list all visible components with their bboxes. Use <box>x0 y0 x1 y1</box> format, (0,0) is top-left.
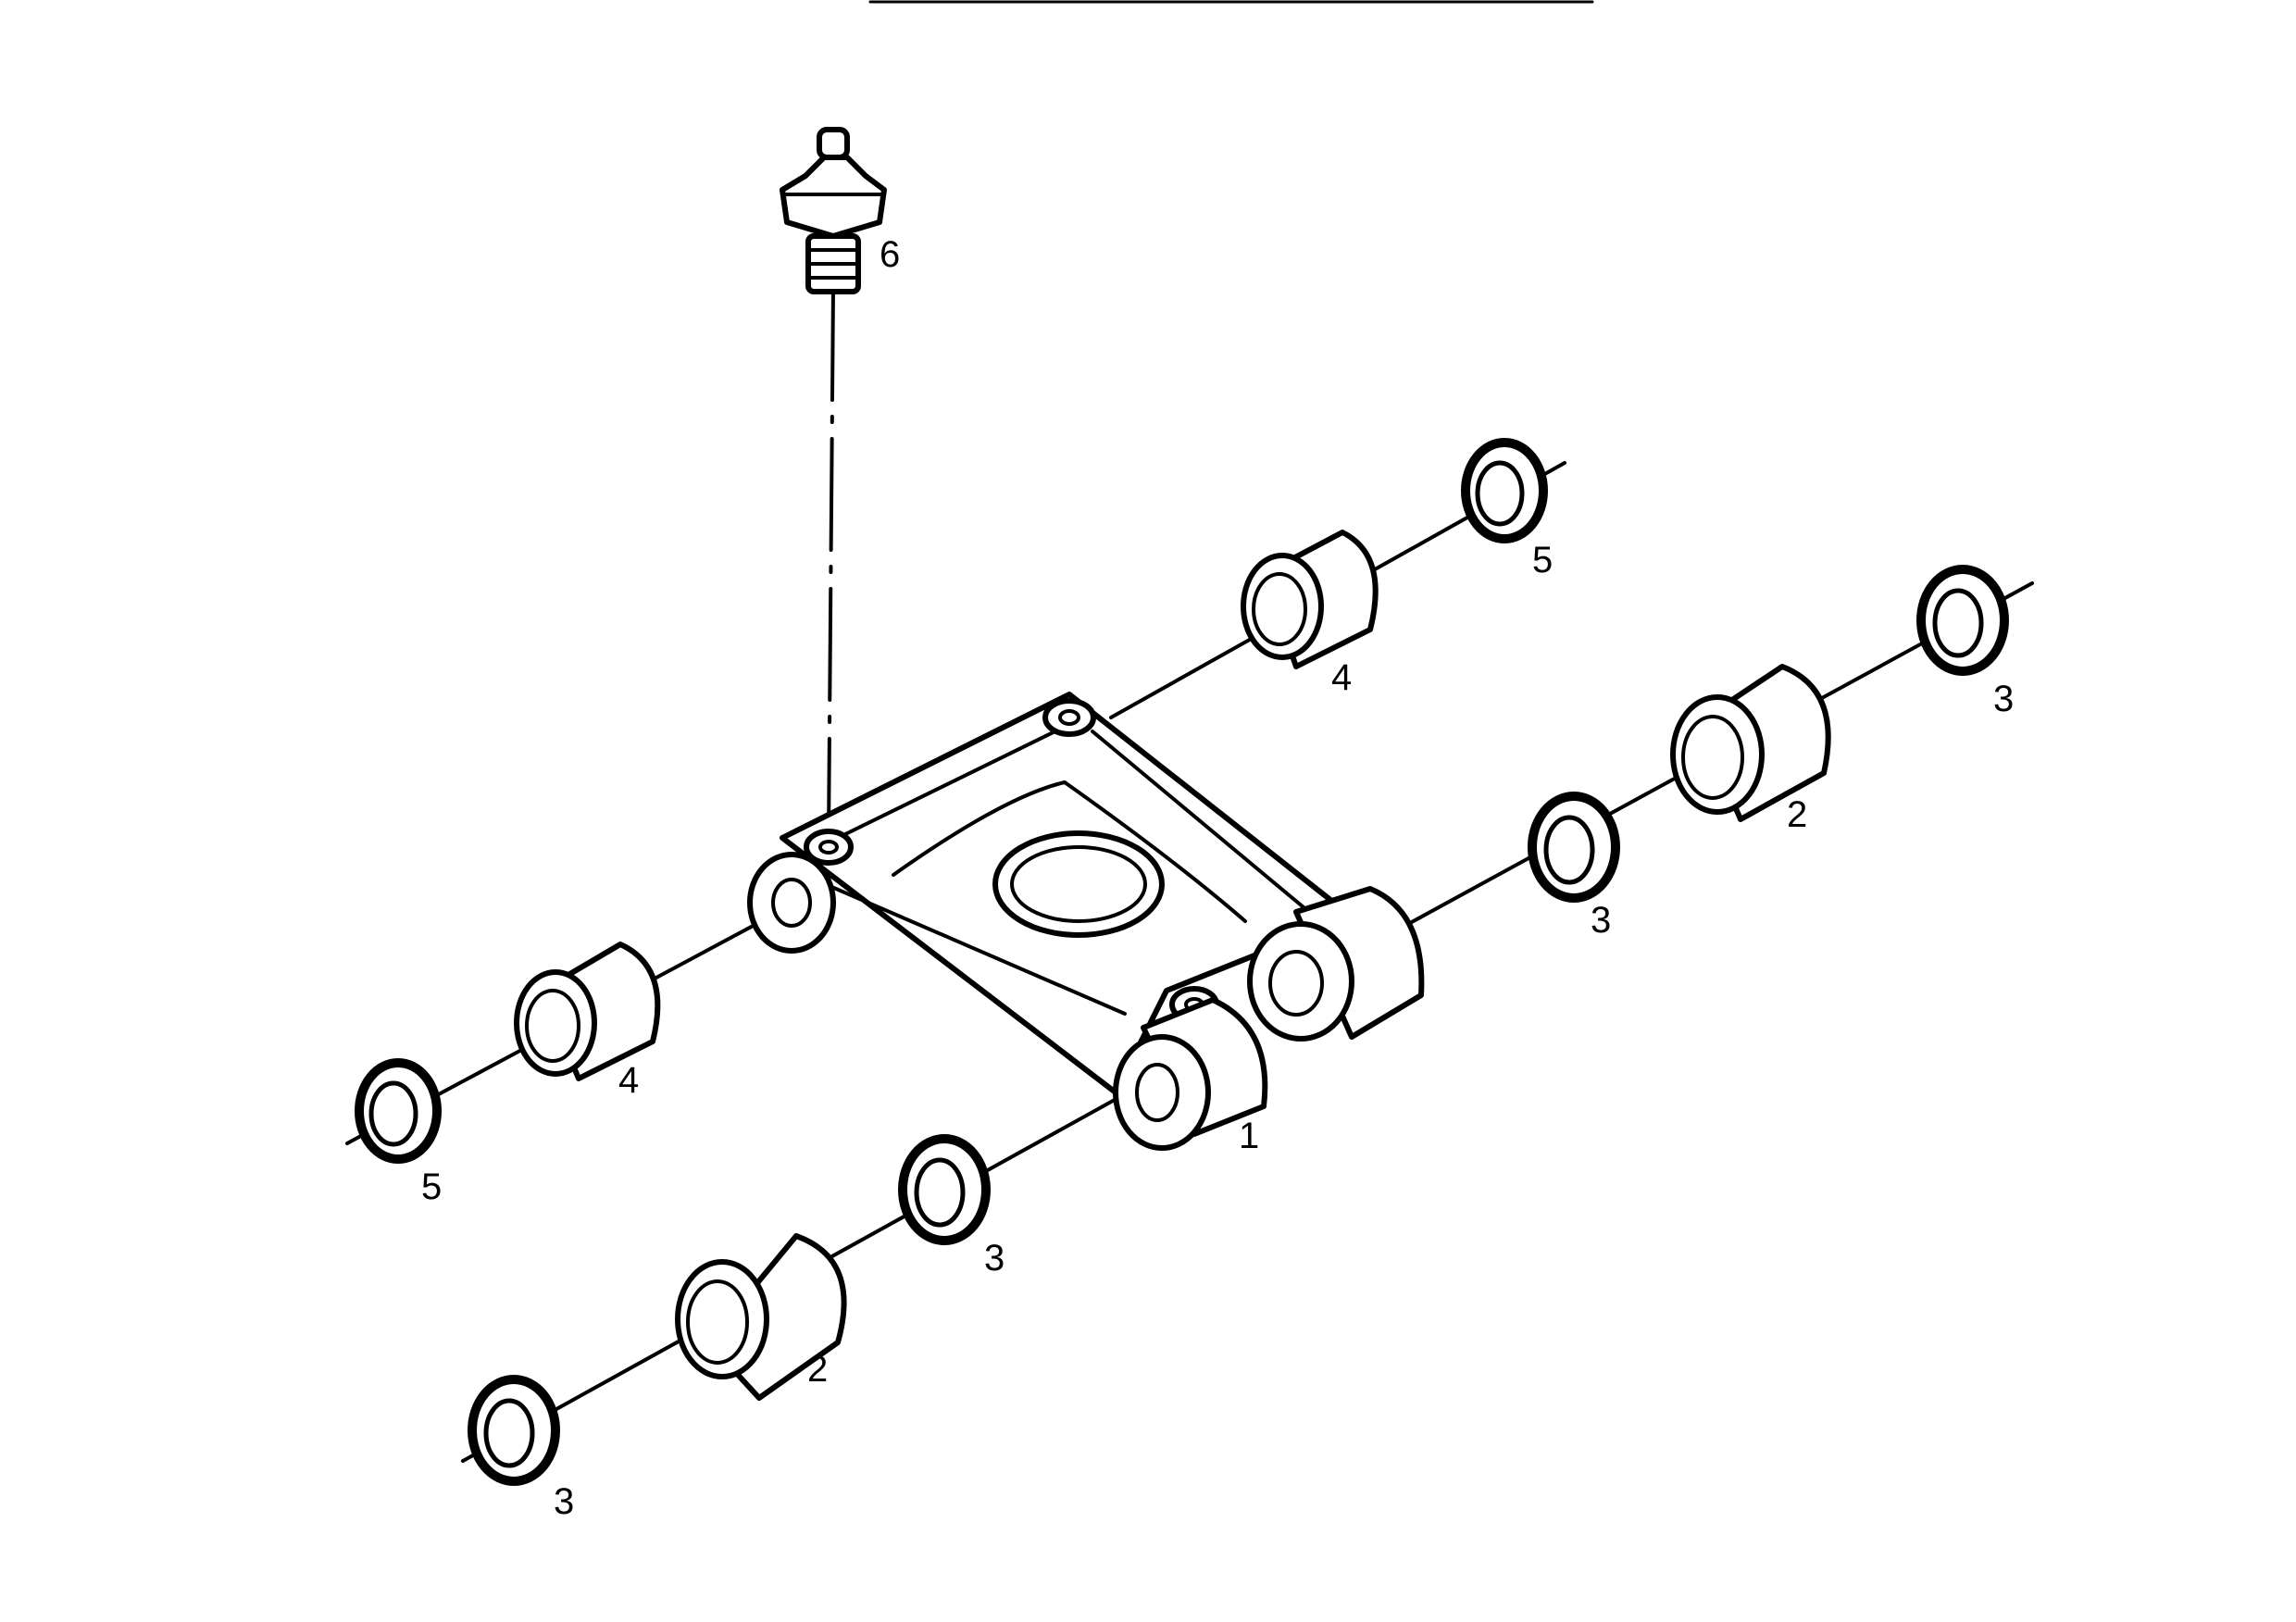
callout-2: 2 <box>1787 794 1807 835</box>
seal-top-right <box>1461 438 1548 543</box>
callout-5: 5 <box>1532 540 1553 580</box>
callout-3: 3 <box>554 1481 574 1522</box>
callout-4: 4 <box>1331 657 1352 698</box>
callout-6: 6 <box>880 234 900 275</box>
swing-link-boss-right <box>1247 886 1425 1042</box>
callout-labels: 1 2 2 3 3 3 3 4 4 5 5 6 <box>421 234 2014 1522</box>
callout-5: 5 <box>421 1167 442 1207</box>
swing-link-body <box>747 692 1354 1095</box>
washer-right-mid <box>1528 792 1620 903</box>
callout-2: 2 <box>807 1349 828 1390</box>
grease-nipple <box>780 127 887 294</box>
callout-3: 3 <box>1993 679 2014 719</box>
callout-3: 3 <box>1591 900 1611 941</box>
callout-3: 3 <box>984 1238 1004 1279</box>
bushing-top <box>1241 530 1379 669</box>
washer-right-far <box>1916 565 2009 676</box>
washer-bottom-mid <box>898 1134 991 1245</box>
bushing-left <box>514 942 661 1081</box>
callout-4: 4 <box>618 1060 639 1101</box>
swing-link-boss-front <box>1113 997 1268 1151</box>
washer-bottom-left <box>468 1375 560 1486</box>
callout-1: 1 <box>1239 1116 1259 1156</box>
sleeve-bottom <box>675 1233 847 1401</box>
sleeve-right <box>1670 664 1831 822</box>
seal-left <box>355 1058 442 1164</box>
